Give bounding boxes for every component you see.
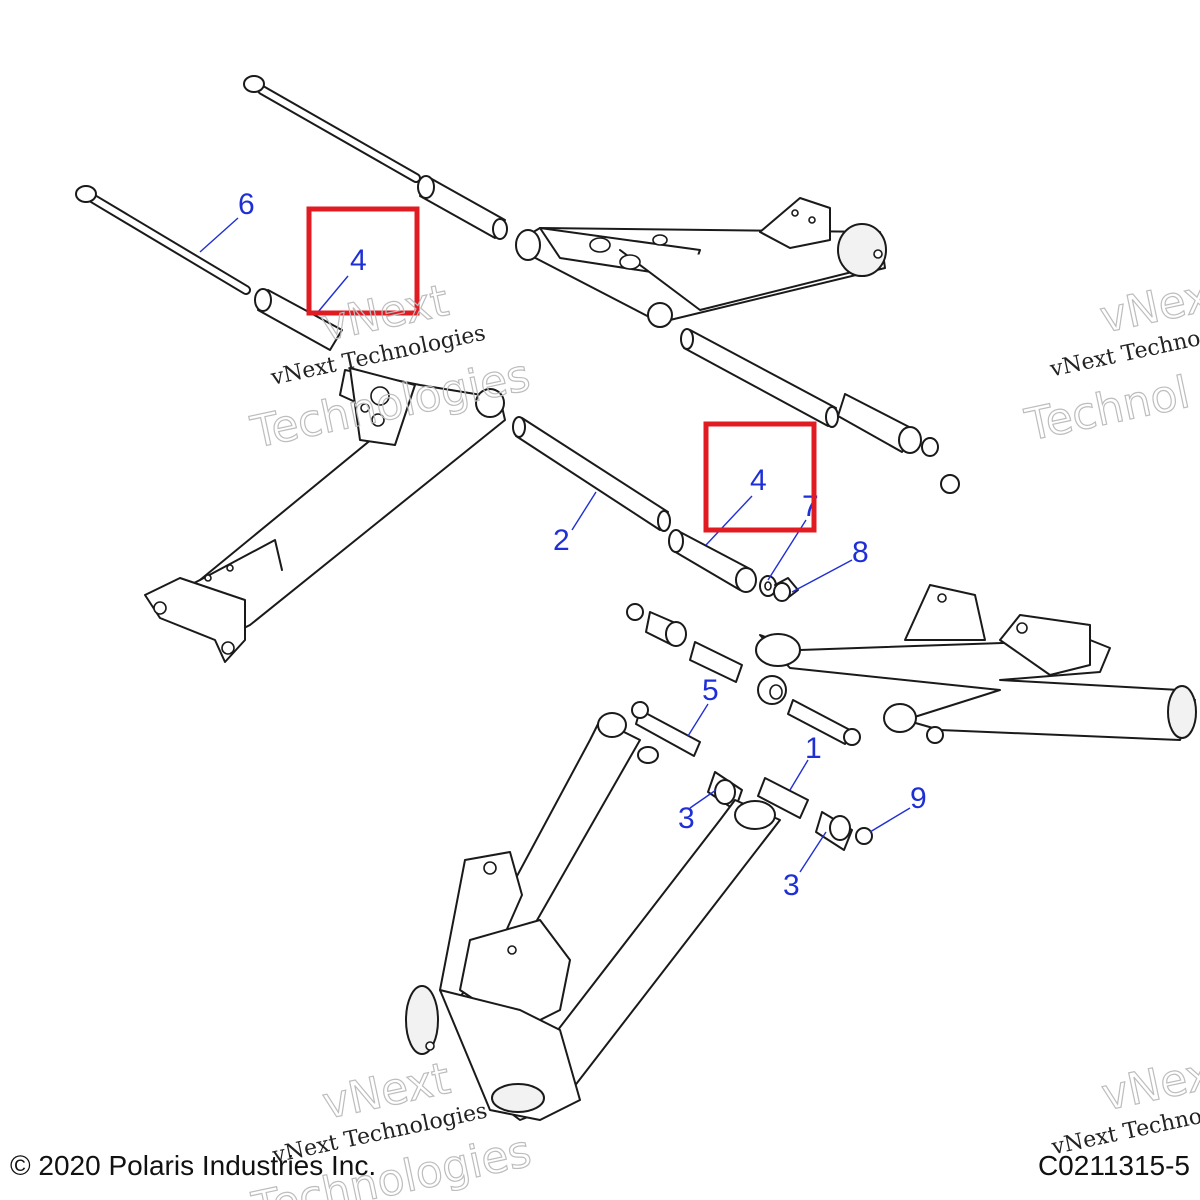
copyright-text: © 2020 Polaris Industries Inc. bbox=[10, 1150, 377, 1181]
watermark-bottom-right: vNext vNext Techno bbox=[1049, 1044, 1200, 1160]
callout-2: 2 bbox=[553, 524, 570, 557]
highlight-box-right bbox=[703, 421, 817, 533]
svg-text:Technol: Technol bbox=[1020, 367, 1194, 452]
bushing-4-right bbox=[668, 529, 757, 593]
lower-trailing-arm bbox=[405, 712, 781, 1121]
upper-right-a-arm bbox=[515, 197, 887, 328]
pin-2 bbox=[512, 416, 671, 532]
long-bolt-top bbox=[243, 75, 421, 183]
middle-hardware bbox=[626, 603, 873, 851]
callout-3-b: 3 bbox=[783, 869, 800, 902]
figure-code: C0211315-5 bbox=[1037, 1150, 1190, 1181]
bushing-upper-right bbox=[837, 393, 960, 494]
callout-8: 8 bbox=[852, 536, 869, 569]
upper-left-a-arm bbox=[144, 367, 506, 663]
callout-9: 9 bbox=[910, 782, 927, 815]
lower-right-a-arm bbox=[755, 584, 1197, 744]
callout-4-right: 4 bbox=[750, 464, 767, 497]
leader-lines bbox=[199, 217, 911, 873]
bushing-4-left bbox=[254, 288, 343, 351]
pin-upper-right bbox=[680, 328, 839, 428]
callout-6: 6 bbox=[238, 188, 255, 221]
callout-3-a: 3 bbox=[678, 802, 695, 835]
callout-4-left: 4 bbox=[350, 244, 367, 277]
watermark-center-right: vNext vNext Techno Technol bbox=[1020, 266, 1200, 452]
nut-8 bbox=[773, 577, 799, 602]
bushing-upper-top bbox=[417, 175, 508, 240]
callout-5: 5 bbox=[702, 674, 719, 707]
long-bolt-6 bbox=[75, 185, 251, 295]
highlight-box-left bbox=[306, 206, 420, 316]
callout-1: 1 bbox=[805, 732, 822, 765]
